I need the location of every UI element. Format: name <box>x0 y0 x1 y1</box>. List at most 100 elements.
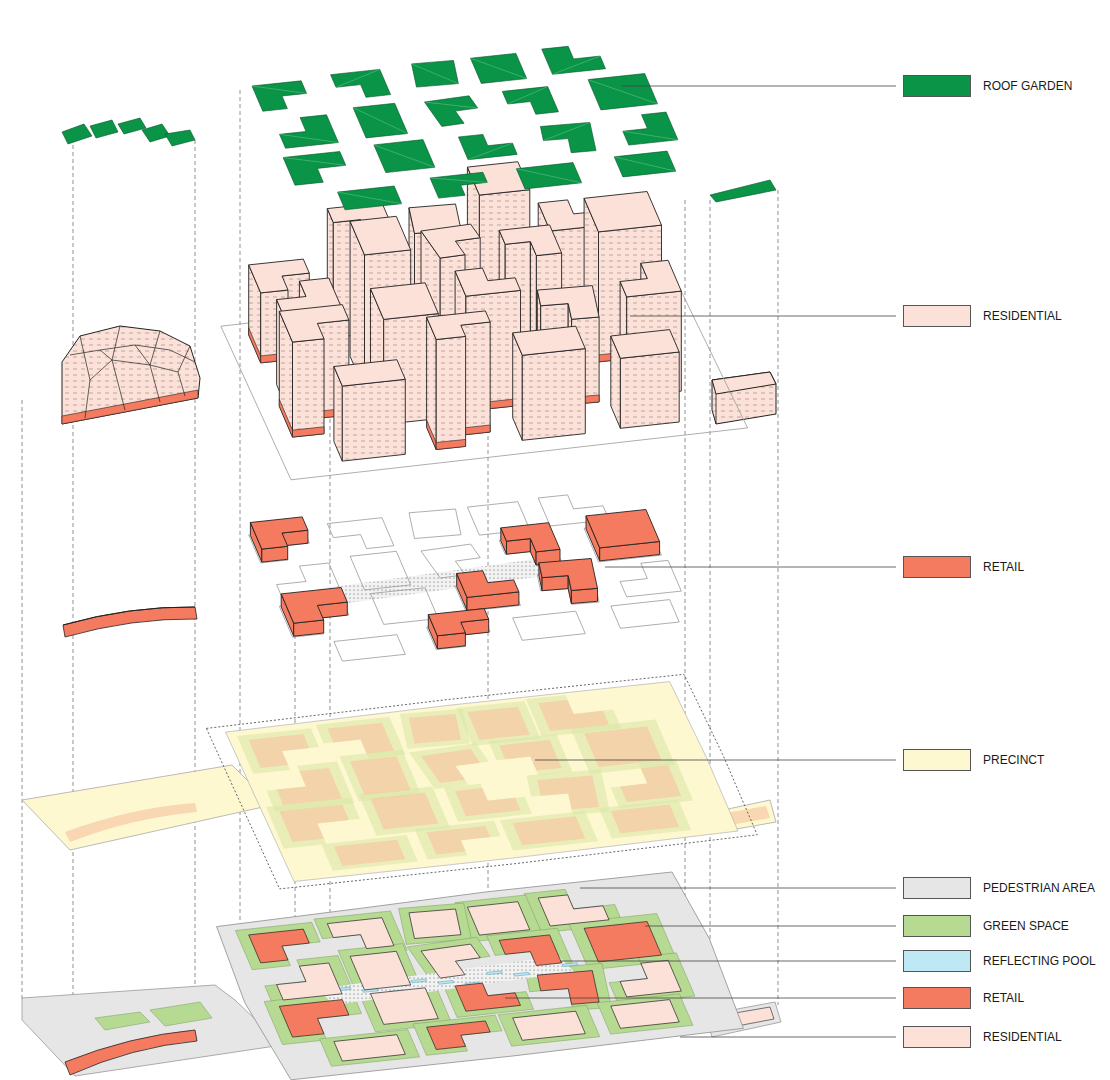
retail-block-top <box>501 523 560 552</box>
right-extension <box>700 180 781 1037</box>
retail-layer <box>249 495 682 661</box>
precinct <box>22 765 272 850</box>
roof-garden <box>516 163 581 189</box>
retail-band <box>62 390 198 424</box>
leader-line <box>645 926 896 927</box>
roof-garden <box>142 124 170 142</box>
precinct-footprint <box>537 776 599 810</box>
roof-garden <box>710 180 776 202</box>
precinct-footprint <box>427 826 491 855</box>
retail-band <box>249 328 261 363</box>
edge <box>716 394 717 424</box>
reflecting-pool <box>514 972 530 976</box>
retail-block-top <box>250 517 308 549</box>
residential-block-face <box>620 352 679 428</box>
legend-label: PEDESTRIAN AREA <box>983 880 1095 896</box>
legend-label: RETAIL <box>983 990 1024 1006</box>
garden-texture <box>553 56 601 74</box>
roof-garden <box>374 140 435 173</box>
roof-garden <box>588 74 658 110</box>
reflecting-pool <box>438 980 454 984</box>
retail-block-top <box>281 588 347 624</box>
legend-label: RESIDENTIAL <box>983 1029 1062 1045</box>
facet-line <box>80 336 90 418</box>
precinct-green <box>400 709 470 749</box>
garden-texture <box>468 143 512 160</box>
leader-line <box>580 888 896 889</box>
roof-garden <box>283 152 346 186</box>
legend-label: PRECINCT <box>983 752 1044 768</box>
retail-block-top <box>586 510 660 548</box>
precinct-green <box>415 821 501 860</box>
retail-edge <box>63 607 195 625</box>
footprint-outline <box>409 509 461 539</box>
leader-line <box>535 760 896 761</box>
precinct-green <box>500 811 598 850</box>
roof-garden <box>540 122 596 152</box>
garden-texture <box>412 64 459 84</box>
projection-line <box>778 190 779 1005</box>
roof-garden <box>353 103 408 138</box>
retail-block <box>63 607 197 637</box>
residential-footprint <box>421 944 480 978</box>
precinct-footprint <box>279 805 349 843</box>
garden-texture <box>508 87 548 104</box>
precinct-green <box>409 743 489 789</box>
garden-texture <box>543 122 590 140</box>
precinct-footprint <box>584 727 661 767</box>
residential-block-top <box>427 311 491 340</box>
legend-label: RETAIL <box>983 559 1024 575</box>
retail-footprint <box>499 935 561 966</box>
precinct-boundary <box>206 674 757 889</box>
residential-block-face <box>293 339 325 437</box>
roof-garden <box>252 81 307 111</box>
retail-footprint <box>249 929 310 963</box>
garden-texture <box>430 178 487 182</box>
green-space <box>413 1015 502 1055</box>
facet-line <box>112 326 125 410</box>
roof-garden <box>471 53 527 83</box>
residential-block-top <box>611 330 679 359</box>
garden-texture <box>374 145 435 167</box>
residential-block-top <box>620 260 681 297</box>
footprint-outline <box>513 611 586 640</box>
legend-swatch <box>903 950 971 972</box>
retail-band <box>279 399 292 437</box>
projection-line <box>73 145 74 1062</box>
precinct-footprint <box>249 734 310 768</box>
precinct-footprint <box>327 723 394 754</box>
legend-swatch <box>903 749 971 771</box>
roof-garden <box>90 120 118 138</box>
precinct <box>226 682 738 882</box>
residential-footprint <box>611 1000 679 1029</box>
roof-garden <box>412 60 459 87</box>
roof-garden <box>331 69 391 97</box>
footprint-outline <box>350 551 411 590</box>
retail-footprint <box>584 922 661 962</box>
precinct-footprint <box>538 700 609 731</box>
roof-garden <box>542 46 606 74</box>
facet-line <box>100 350 112 360</box>
reflecting-pool <box>411 979 427 983</box>
precinct-green <box>444 784 532 822</box>
precinct-footprint <box>334 840 405 866</box>
precinct-footprint <box>409 714 461 744</box>
residential-layer <box>221 162 748 480</box>
residential-block-top <box>513 326 586 355</box>
garden-texture <box>338 192 402 204</box>
precinct-footprint <box>421 749 480 783</box>
precinct-footprint <box>513 816 586 845</box>
ground-layer <box>217 872 744 1080</box>
precinct-footprint <box>499 740 561 771</box>
residential-block-top <box>350 216 411 255</box>
facet-line <box>90 360 178 380</box>
retail-block-face <box>542 576 568 591</box>
retail-block-top <box>428 609 488 636</box>
facet-lines <box>70 326 195 418</box>
precinct-green <box>599 800 691 839</box>
garden-texture <box>280 134 339 142</box>
precinct-layer <box>206 674 757 889</box>
residential-footprint <box>350 951 411 990</box>
garden-texture <box>614 157 676 171</box>
